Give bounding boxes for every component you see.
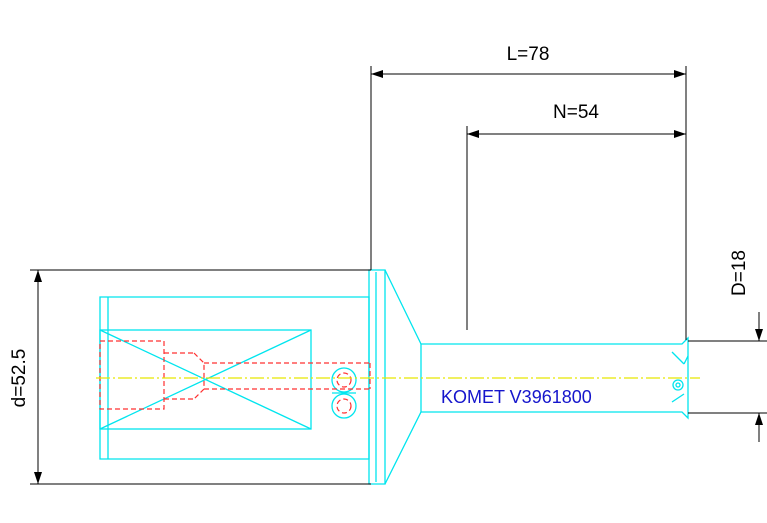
overall-length-label: L=78 bbox=[507, 44, 550, 65]
product-label: KOMET V3961800 bbox=[441, 387, 592, 407]
hidden-bore-ring-bottom bbox=[336, 398, 352, 414]
tip-edge-c bbox=[671, 393, 685, 403]
diameter-label: D=18 bbox=[729, 250, 750, 296]
tool-outline bbox=[99, 269, 689, 485]
insert-screw-inner-icon bbox=[675, 382, 681, 388]
drill-body-outline bbox=[420, 336, 689, 420]
pocket-cross-b bbox=[99, 329, 312, 430]
hidden-lines bbox=[99, 340, 371, 414]
cone-bottom bbox=[384, 411, 422, 485]
cone-top bbox=[384, 269, 422, 345]
flange-diameter-label: d=52.5 bbox=[9, 349, 30, 408]
tip-edge-b bbox=[683, 355, 689, 365]
shank-length-label: N=54 bbox=[553, 102, 599, 123]
dimension-lines bbox=[30, 66, 767, 485]
hidden-bore-ring-top bbox=[336, 372, 352, 388]
tip-edge-a bbox=[671, 351, 685, 365]
coolant-bore-top bbox=[331, 367, 357, 393]
insert-screw-icon bbox=[672, 379, 684, 391]
flange-outline bbox=[368, 269, 386, 485]
hidden-bore-left bbox=[99, 340, 165, 410]
hidden-taper bbox=[193, 352, 205, 400]
coolant-bore-bottom bbox=[331, 393, 357, 419]
